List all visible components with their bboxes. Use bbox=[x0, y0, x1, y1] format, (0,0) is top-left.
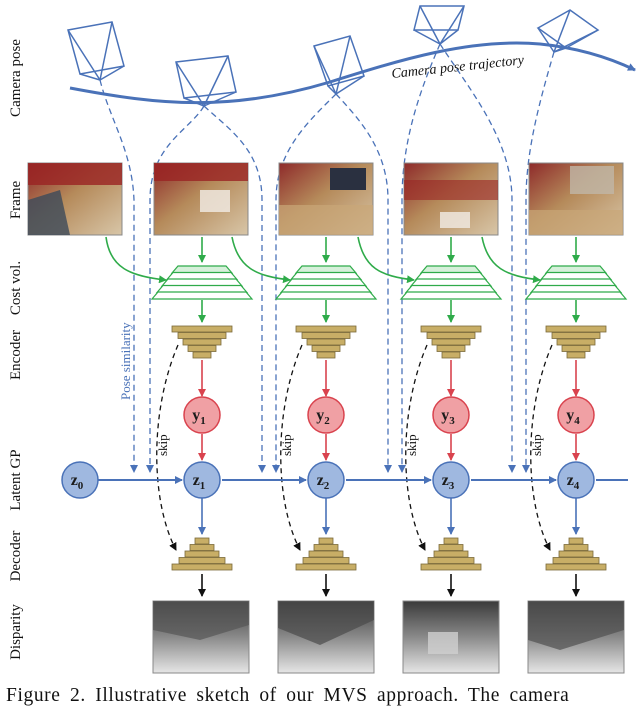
decoder-3 bbox=[420, 537, 482, 571]
y-node-3: y3 bbox=[432, 396, 470, 434]
svg-text:z0: z0 bbox=[71, 472, 84, 492]
row-label-decoder: Decoder bbox=[8, 531, 24, 582]
disparity-map-2 bbox=[277, 600, 375, 674]
encoder-2 bbox=[295, 325, 357, 359]
skip-label-2: skip bbox=[279, 434, 294, 456]
cost-volumes bbox=[150, 265, 628, 300]
camera-frustum-2 bbox=[175, 55, 237, 107]
frames bbox=[27, 162, 624, 236]
row-label-latent-gp: Latent GP bbox=[8, 449, 24, 510]
cost-volume-2 bbox=[274, 265, 378, 300]
cost-volume-3 bbox=[399, 265, 503, 300]
frame-4 bbox=[403, 162, 499, 236]
encoder-4 bbox=[545, 325, 607, 359]
camera-frustum-4 bbox=[413, 5, 465, 45]
decoder-4 bbox=[545, 537, 607, 571]
row-label-frame: Frame bbox=[8, 181, 24, 220]
y-node-1: y1 bbox=[183, 396, 221, 434]
pose-similarity-lines bbox=[99, 43, 555, 473]
svg-text:y3: y3 bbox=[441, 407, 455, 427]
pose-similarity-label: Pose similarity bbox=[118, 322, 133, 400]
frame-5 bbox=[528, 162, 624, 236]
svg-text:z2: z2 bbox=[317, 472, 330, 492]
z-node-4: z4 bbox=[557, 461, 595, 499]
decoder-2 bbox=[295, 537, 357, 571]
svg-text:z1: z1 bbox=[193, 472, 206, 492]
row-label-disparity: Disparity bbox=[8, 604, 24, 660]
svg-text:y1: y1 bbox=[192, 407, 206, 427]
frame-1 bbox=[27, 162, 123, 236]
svg-text:z4: z4 bbox=[567, 472, 580, 492]
y-node-4: y4 bbox=[557, 396, 595, 434]
disparity-maps bbox=[152, 600, 625, 674]
camera-frustums bbox=[67, 5, 600, 107]
camera-trajectory-curve bbox=[69, 41, 636, 105]
figure-caption: Figure 2. Illustrative sketch of our MVS… bbox=[6, 685, 570, 706]
skip-connections bbox=[156, 344, 553, 551]
vertical-arrows bbox=[198, 300, 580, 597]
disparity-map-4 bbox=[527, 600, 625, 674]
skip-label-3: skip bbox=[404, 434, 419, 456]
svg-text:y2: y2 bbox=[316, 407, 330, 427]
z-node-0: z0 bbox=[61, 461, 99, 499]
disparity-map-3 bbox=[402, 600, 500, 674]
z-node-3: z3 bbox=[432, 461, 470, 499]
camera-frustum-5 bbox=[536, 9, 600, 53]
y-node-2: y2 bbox=[307, 396, 345, 434]
cost-volume-arrows bbox=[105, 236, 580, 284]
camera-frustum-1 bbox=[67, 21, 125, 81]
observation-nodes: y1 y2 y3 y4 bbox=[183, 396, 595, 434]
disparity-map-1 bbox=[152, 600, 250, 674]
svg-text:y4: y4 bbox=[566, 407, 580, 427]
z-node-1: z1 bbox=[183, 461, 221, 499]
encoders bbox=[171, 325, 607, 359]
camera-frustum-3 bbox=[313, 35, 365, 95]
row-label-cost-vol: Cost vol. bbox=[8, 261, 24, 315]
svg-text:z3: z3 bbox=[442, 472, 455, 492]
frame-2 bbox=[153, 162, 249, 236]
cost-volume-4 bbox=[524, 265, 628, 300]
cost-volume-1 bbox=[150, 265, 254, 300]
row-label-encoder: Encoder bbox=[8, 330, 24, 380]
latent-nodes: z0 z1 z2 z3 z4 bbox=[61, 461, 595, 499]
encoder-1 bbox=[171, 325, 233, 359]
decoder-1 bbox=[171, 537, 233, 571]
row-label-camera-pose: Camera pose bbox=[8, 39, 24, 117]
skip-label-4: skip bbox=[529, 434, 544, 456]
frame-3 bbox=[278, 162, 374, 236]
z-node-2: z2 bbox=[307, 461, 345, 499]
decoders bbox=[171, 537, 607, 571]
skip-label-1: skip bbox=[155, 434, 170, 456]
encoder-3 bbox=[420, 325, 482, 359]
